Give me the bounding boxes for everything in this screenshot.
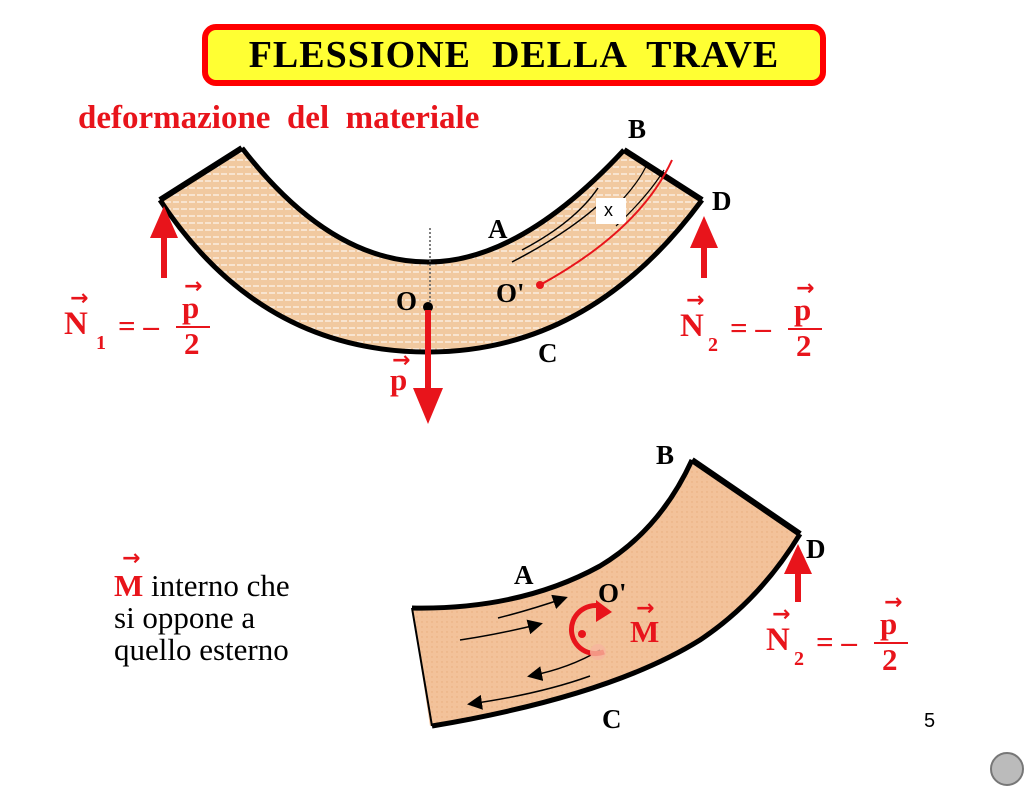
label-c: C	[602, 704, 622, 734]
x-box	[596, 198, 626, 224]
label-c: C	[538, 338, 558, 368]
vector-arrow-icon: →	[796, 276, 815, 301]
label-o: O	[396, 286, 418, 316]
n1-p-numerator: p	[182, 290, 200, 325]
label-d: D	[806, 534, 826, 564]
n1-arrow	[150, 206, 178, 278]
n2-symbol: N	[680, 308, 704, 344]
n2-equals-minus: = –	[816, 624, 857, 659]
weight-p-label: p	[390, 362, 408, 397]
vector-arrow-icon: →	[686, 288, 705, 313]
diagram-canvas	[150, 145, 812, 729]
page-number: 5	[924, 710, 936, 732]
o-point	[423, 302, 433, 312]
title-box: FLESSIONE DELLA TRAVE	[202, 24, 826, 86]
n2-subscript: 2	[794, 648, 804, 670]
vector-arrow-icon: →	[884, 590, 903, 615]
vector-arrow-icon: →	[772, 602, 791, 627]
n2-p-numerator: p	[794, 292, 812, 327]
vector-arrow-icon: →	[184, 274, 203, 299]
n2-denominator: 2	[796, 328, 812, 363]
vector-arrow-icon: →	[636, 596, 655, 621]
fraction-bar	[176, 326, 210, 328]
n1-denominator: 2	[184, 326, 200, 361]
label-o-prime: O'	[496, 278, 525, 308]
slide-nav-button[interactable]	[990, 752, 1024, 786]
note-line-1: interno che	[143, 568, 290, 603]
o-prime-point	[536, 281, 544, 289]
label-x: x	[604, 200, 613, 220]
tension-arrow	[459, 619, 543, 641]
n2-arrow	[690, 216, 718, 278]
n2-denominator: 2	[882, 642, 898, 677]
weight-arrow	[413, 310, 443, 424]
label-d: D	[712, 186, 732, 216]
n1-subscript: 1	[96, 332, 106, 354]
label-b: B	[628, 114, 647, 144]
bottom-n2-arrow	[784, 544, 812, 602]
label-b: B	[656, 440, 675, 470]
fraction-bar	[788, 328, 822, 330]
o-prime-point	[578, 630, 586, 638]
radius-curve	[539, 159, 673, 286]
moment-m-label: M	[630, 614, 660, 649]
label-a: A	[514, 560, 534, 590]
n2-subscript: 2	[708, 334, 718, 356]
moment-arrowhead	[596, 600, 612, 622]
compression-arrow	[467, 675, 591, 710]
n2-equals-minus: = –	[730, 310, 771, 345]
tension-arrow	[497, 594, 568, 619]
moment-note: M interno che si oppone a quello esterno	[114, 570, 290, 666]
subtitle: deformazione del materiale	[78, 100, 480, 136]
fiber-line	[521, 187, 599, 251]
label-a: A	[488, 214, 508, 244]
label-o-prime: O'	[598, 578, 627, 608]
n2-symbol: N	[766, 622, 790, 658]
slide-title: FLESSIONE DELLA TRAVE	[248, 34, 780, 76]
n1-equals-minus: = –	[118, 308, 159, 343]
n2-p-numerator: p	[880, 606, 898, 641]
vector-arrow-icon: →	[122, 546, 141, 571]
vector-arrow-icon: →	[70, 286, 89, 311]
note-line-2: si oppone a	[114, 600, 256, 635]
fraction-bar	[874, 642, 908, 644]
vector-arrow-icon: →	[392, 348, 411, 373]
note-line-3: quello esterno	[114, 632, 289, 667]
n1-symbol: N	[64, 306, 88, 342]
bottom-beam	[411, 457, 803, 729]
note-m-symbol: M	[114, 568, 144, 603]
